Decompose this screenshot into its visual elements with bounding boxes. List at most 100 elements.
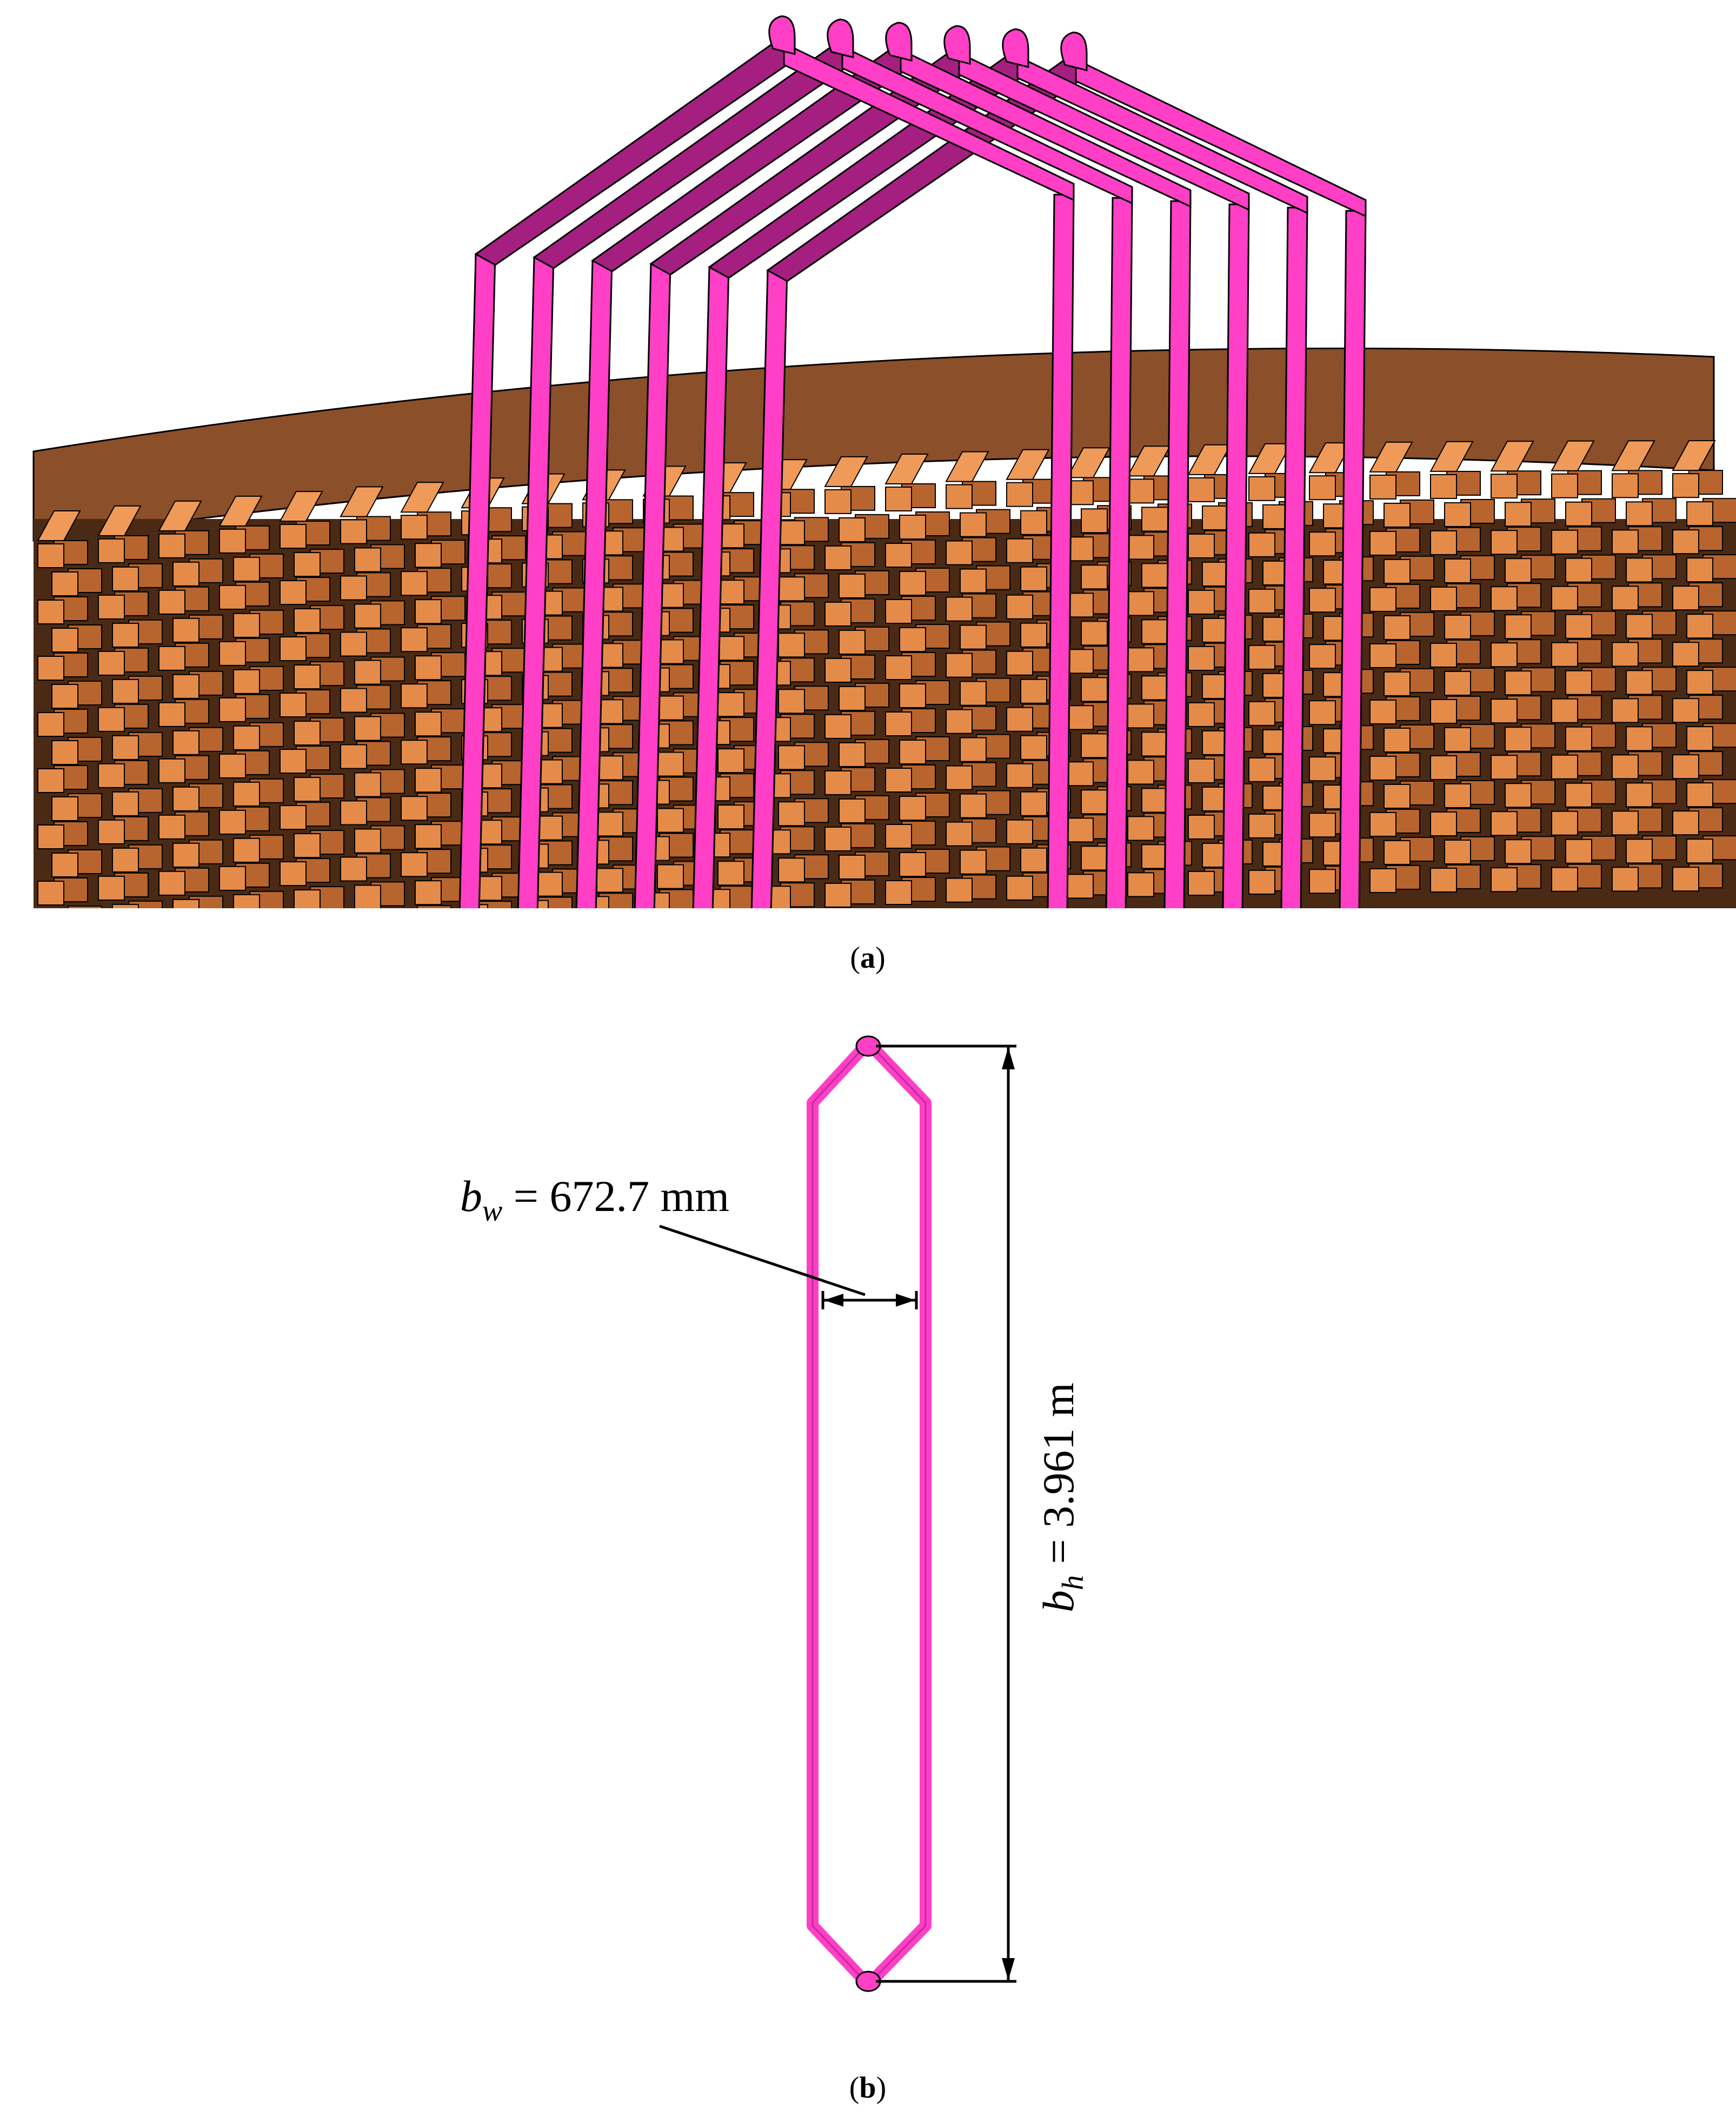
tooth-face [885,711,912,736]
tooth-face [1309,869,1336,894]
tooth-face [1081,621,1108,646]
tooth-face [172,842,199,868]
tooth-face [1006,650,1033,676]
tooth-face [1127,872,1154,897]
tooth-face [824,826,852,851]
tooth-face [1505,783,1532,808]
caption-b: (b) [849,2071,886,2105]
tooth-face [1006,819,1033,844]
tooth-face [1551,642,1578,667]
coil-apex-hook [1002,28,1029,68]
tooth-face [340,575,367,601]
tooth-face [1626,501,1653,527]
tooth-face [946,821,973,847]
tooth-top [37,510,81,541]
tooth-face [280,636,307,662]
tooth-face [1565,557,1592,583]
tooth-face [1141,619,1168,644]
tooth-face [112,566,139,591]
tooth-face [1309,644,1336,669]
tooth-face [1248,757,1275,782]
tooth-face [340,856,367,882]
tooth-face [1020,735,1047,760]
tooth-top [824,456,868,487]
tooth-face [885,880,912,905]
tooth-face [839,517,866,542]
tooth-face [280,580,307,605]
tooth-face [98,594,125,620]
tooth-face [946,709,973,734]
tooth-face [37,656,64,681]
tooth-face [1444,502,1471,527]
tooth-face [1067,536,1094,562]
tooth-face [1430,586,1457,611]
coil-2 [517,18,1133,908]
tooth-face [98,763,125,788]
tooth-face [1020,847,1047,873]
tooth-face [1369,474,1396,500]
tooth-face [1686,670,1713,695]
tooth-face [341,914,367,937]
tooth-face [657,864,684,889]
tooth-face [1369,643,1396,668]
tooth-face [1505,670,1532,696]
tooth-face [1188,702,1215,727]
tooth-face [1551,867,1578,892]
tooth-face [1067,593,1094,618]
tooth-face [1188,533,1215,558]
tooth-face [778,745,805,770]
tooth-face [1430,811,1457,836]
tooth-face [778,633,805,658]
tooth-face [1551,698,1578,723]
tooth-face [960,737,987,762]
tooth-face [1491,698,1518,724]
tooth-face [415,824,442,849]
tooth-face [1127,535,1154,560]
tooth-face [219,584,246,610]
coil-apex-hook [943,25,971,65]
tooth-face [401,796,428,821]
tooth-face [340,744,367,769]
tooth-face [1020,510,1047,535]
tooth-face [158,814,185,840]
tooth-face [824,489,852,514]
tooth-face [37,600,64,624]
tooth-face [1551,810,1578,836]
tooth-face [51,684,78,709]
tooth-face [1505,502,1532,527]
tooth-face [233,556,260,582]
tooth-face [219,866,246,891]
tooth-face [98,650,125,676]
tooth-face [280,524,307,549]
tooth-face [294,608,321,634]
tooth-face [1248,532,1275,557]
tooth-face [1384,502,1411,528]
tooth-face [233,613,260,638]
tooth-face [233,837,260,863]
tooth-face [354,603,381,629]
tooth-face [778,689,805,714]
tooth-face [824,601,852,627]
tooth-face [51,740,78,765]
tooth-face [1430,755,1457,780]
tooth-face [1491,755,1518,780]
tooth-face [717,861,744,886]
tooth-face [1309,813,1336,838]
tooth-face [172,617,199,643]
tooth-face [899,740,926,764]
tooth-top [97,505,142,536]
tooth-face [1067,817,1094,843]
tooth-face [1430,698,1457,724]
tooth-face [1626,670,1653,695]
tooth-face [899,627,926,652]
tooth-face [885,768,912,793]
tooth-face [1309,588,1336,613]
tooth-face [1565,670,1592,695]
tooth-face [960,849,987,875]
tooth-face [219,753,246,778]
tooth-face [1369,868,1396,893]
height-label: bh = 3.961 m [1034,1382,1090,1612]
tooth-face [1672,473,1699,498]
tooth-face [778,520,805,545]
tooth-face [1081,677,1108,702]
